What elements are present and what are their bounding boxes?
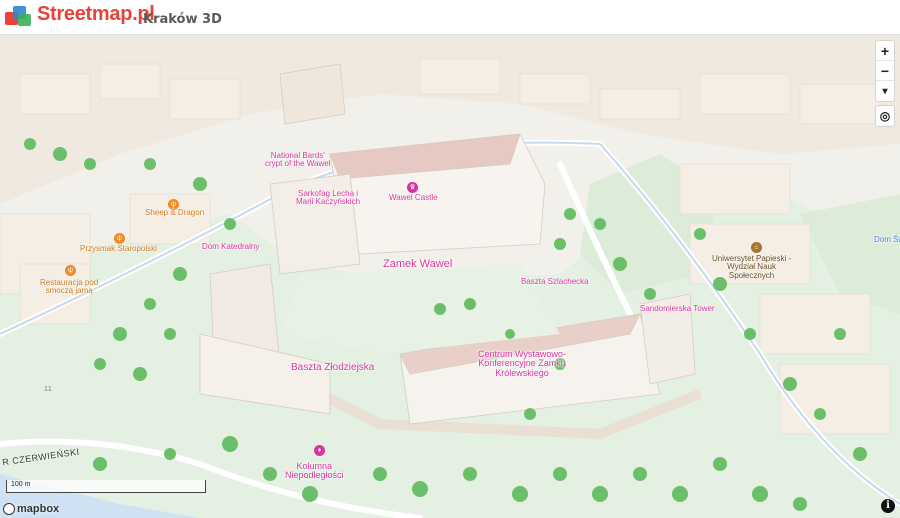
- label-kolumna-niepodleglosci[interactable]: Kolumna Niepodległości: [285, 461, 344, 481]
- brand-title[interactable]: Streetmap.pl: [37, 3, 155, 25]
- house-number-label: 11: [44, 386, 53, 393]
- page-subtitle: Kraków 3D: [143, 12, 222, 27]
- mapbox-icon: [3, 503, 15, 515]
- restaurant-przysmak-icon[interactable]: ψ: [114, 233, 125, 244]
- zoom-out-button[interactable]: −: [876, 61, 894, 81]
- wawel-castle-marker-icon[interactable]: ♛: [407, 182, 418, 193]
- kolumna-monument-icon[interactable]: ♦: [314, 445, 325, 456]
- label-sheep-dragon[interactable]: Sheep & Dragon: [145, 208, 205, 217]
- label-przysmak-staropolski[interactable]: Przysmak Staropolski: [80, 244, 157, 253]
- label-baszta-zlodziejska[interactable]: Baszta Złodziejska: [291, 362, 375, 373]
- label-wawel-castle[interactable]: Wawel Castle: [389, 193, 438, 202]
- geolocate-icon[interactable]: ◎: [879, 109, 891, 123]
- map-base-layer: [0, 34, 900, 518]
- scale-bar: 100 m: [6, 480, 206, 493]
- label-centrum-wystawowo[interactable]: Centrum Wystawowo- Konferencyjne Zamku K…: [478, 349, 566, 378]
- label-dom-sw[interactable]: Dom Św: [874, 235, 900, 244]
- mapbox-wordmark: mapbox: [17, 503, 60, 515]
- attribution-info-icon[interactable]: i: [881, 499, 895, 513]
- label-restauracja-pod-smocza-jama[interactable]: Restauracja pod smoczą jamą: [40, 278, 99, 296]
- app-header: Streetmap.pl Kraków 3D: [0, 0, 900, 35]
- university-marker-icon[interactable]: ⌂: [751, 242, 762, 253]
- label-sandomierska-tower[interactable]: Sandomierska Tower: [640, 304, 715, 313]
- label-dom-katedralny[interactable]: Dom Katedralny: [202, 242, 260, 251]
- navigation-controls: + − ▾: [875, 40, 895, 102]
- streetmap-logo-icon[interactable]: [5, 5, 33, 27]
- label-sarkofag[interactable]: Sarkofag Lecha i Marii Kaczyńskich: [296, 189, 361, 207]
- zoom-in-button[interactable]: +: [876, 41, 894, 61]
- label-baszta-szlachecka[interactable]: Baszta Szlachecka: [521, 277, 589, 286]
- mapbox-logo[interactable]: mapbox: [3, 503, 59, 515]
- label-zamek-wawel[interactable]: Zamek Wawel: [383, 258, 453, 270]
- restaurant-pod-smocza-jama-icon[interactable]: ψ: [65, 265, 76, 276]
- compass-icon[interactable]: ▾: [882, 85, 888, 97]
- scale-label: 100 m: [11, 481, 31, 488]
- geolocate-control: ◎: [875, 105, 895, 127]
- map-canvas[interactable]: ♛ ψ ψ ψ ⌂ ♦ National Bards' crypt of the…: [0, 34, 900, 518]
- label-uniwersytet-papieski[interactable]: Uniwersytet Papieski - Wydział Nauk Społ…: [712, 254, 792, 280]
- label-national-bards[interactable]: National Bards' crypt of the Wawel: [265, 151, 331, 169]
- restaurant-sheep-dragon-icon[interactable]: ψ: [168, 199, 179, 210]
